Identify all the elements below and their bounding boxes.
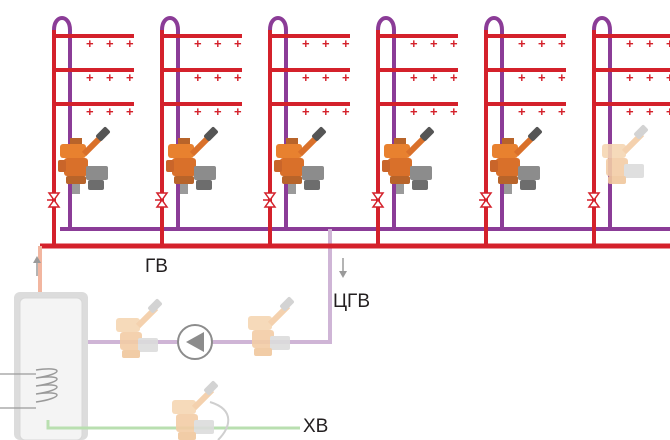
riser-5-fixture-3-2: + xyxy=(538,104,546,119)
riser-2-fixture-3-3: + xyxy=(234,104,242,119)
riser-2-fixture-3-2: + xyxy=(214,104,222,119)
riser-4-fixture-1-2: + xyxy=(430,36,438,51)
riser-6-fixture-1-1: + xyxy=(626,36,634,51)
riser-3-fixture-2-3: + xyxy=(342,70,350,85)
riser-1-fixture-3-2: + xyxy=(106,104,114,119)
riser-5-shutoff-valve xyxy=(478,192,492,208)
riser-3-fixture-1-3: + xyxy=(342,36,350,51)
riser-6-return-pipe xyxy=(592,16,612,229)
circulation-flow-arrow xyxy=(339,258,347,278)
riser-6-shutoff-valve xyxy=(586,192,600,208)
riser-5-fixture-1-2: + xyxy=(538,36,546,51)
riser-2-fixture-1-2: + xyxy=(214,36,222,51)
riser-6-fixture-2-2: + xyxy=(646,70,654,85)
riser-4-fixture-1-3: + xyxy=(450,36,458,51)
riser-5-fixture-3-1: + xyxy=(518,104,526,119)
riser-3-fixture-3-2: + xyxy=(322,104,330,119)
cold-water-label: ХВ xyxy=(303,416,328,437)
riser-3-return-pipe xyxy=(268,16,288,229)
riser-2-fixture-2-1: + xyxy=(194,70,202,85)
riser-1-balancing-valve xyxy=(58,126,111,194)
riser-2-fixture-2-3: + xyxy=(234,70,242,85)
circulation-pump xyxy=(177,324,213,360)
riser-3-fixture-3-3: + xyxy=(342,104,350,119)
plantroom-valve-2 xyxy=(248,296,295,356)
riser-3-fixture-1-1: + xyxy=(302,36,310,51)
riser-5-fixture-2-3: + xyxy=(558,70,566,85)
riser-6-fixture-1-3: + xyxy=(666,36,670,51)
riser-1-return-pipe xyxy=(52,16,72,229)
riser-3-fixture-2-1: + xyxy=(302,70,310,85)
riser-4-fixture-1-1: + xyxy=(410,36,418,51)
riser-2-shutoff-valve xyxy=(154,192,168,208)
riser-4-shutoff-valve xyxy=(370,192,384,208)
riser-4-balancing-valve xyxy=(382,126,435,194)
riser-2-fixture-2-2: + xyxy=(214,70,222,85)
riser-2-fixture-3-1: + xyxy=(194,104,202,119)
riser-6-fixture-2-1: + xyxy=(626,70,634,85)
riser-4-return-pipe xyxy=(376,16,396,229)
plantroom-valve-1 xyxy=(116,298,163,358)
riser-6-fixture-3-1: + xyxy=(626,104,634,119)
riser-5-fixture-1-1: + xyxy=(518,36,526,51)
riser-6-fixture-2-3: + xyxy=(666,70,670,85)
riser-3-fixture-3-1: + xyxy=(302,104,310,119)
riser-5-fixture-2-1: + xyxy=(518,70,526,85)
supply-flow-arrow xyxy=(33,256,41,276)
risers-group: + + + + + + + + + + + + + + + + + + + + + + + + + + + + + + + + + + + + + + + +… xyxy=(46,16,670,246)
riser-1-shutoff-valve xyxy=(46,192,60,208)
riser-1-fixture-1-2: + xyxy=(106,36,114,51)
water-heater-tank xyxy=(0,292,88,440)
riser-4-fixture-2-1: + xyxy=(410,70,418,85)
riser-6-fixture-1-2: + xyxy=(646,36,654,51)
riser-4-fixture-2-2: + xyxy=(430,70,438,85)
riser-3-shutoff-valve xyxy=(262,192,276,208)
riser-4-fixture-2-3: + xyxy=(450,70,458,85)
riser-3-fixture-2-2: + xyxy=(322,70,330,85)
riser-4-fixture-3-2: + xyxy=(430,104,438,119)
riser-5-fixture-2-2: + xyxy=(538,70,546,85)
riser-6-fixture-3-2: + xyxy=(646,104,654,119)
cold-water-line xyxy=(46,401,300,440)
riser-5-fixture-1-3: + xyxy=(558,36,566,51)
hot-water-label: ГВ xyxy=(145,256,168,277)
riser-1-fixture-2-1: + xyxy=(86,70,94,85)
riser-1-fixture-1-1: + xyxy=(86,36,94,51)
riser-1-fixture-2-2: + xyxy=(106,70,114,85)
riser-3-balancing-valve xyxy=(274,126,327,194)
riser-5-return-pipe xyxy=(484,16,504,229)
riser-4-fixture-3-3: + xyxy=(450,104,458,119)
riser-5-fixture-3-3: + xyxy=(558,104,566,119)
riser-4-fixture-3-1: + xyxy=(410,104,418,119)
circulation-label: ЦГВ xyxy=(333,291,370,312)
riser-2-return-pipe xyxy=(160,16,180,229)
riser-1-fixture-2-3: + xyxy=(126,70,134,85)
riser-2-fixture-1-3: + xyxy=(234,36,242,51)
riser-2-fixture-1-1: + xyxy=(194,36,202,51)
riser-3-fixture-1-2: + xyxy=(322,36,330,51)
supply-header xyxy=(38,243,670,296)
cold-water-valve xyxy=(172,380,219,440)
riser-1-fixture-3-3: + xyxy=(126,104,134,119)
riser-2-balancing-valve xyxy=(166,126,219,194)
riser-1-fixture-3-1: + xyxy=(86,104,94,119)
riser-1-fixture-1-3: + xyxy=(126,36,134,51)
riser-6-fixture-3-3: + xyxy=(666,104,670,119)
riser-5-balancing-valve xyxy=(490,126,543,194)
